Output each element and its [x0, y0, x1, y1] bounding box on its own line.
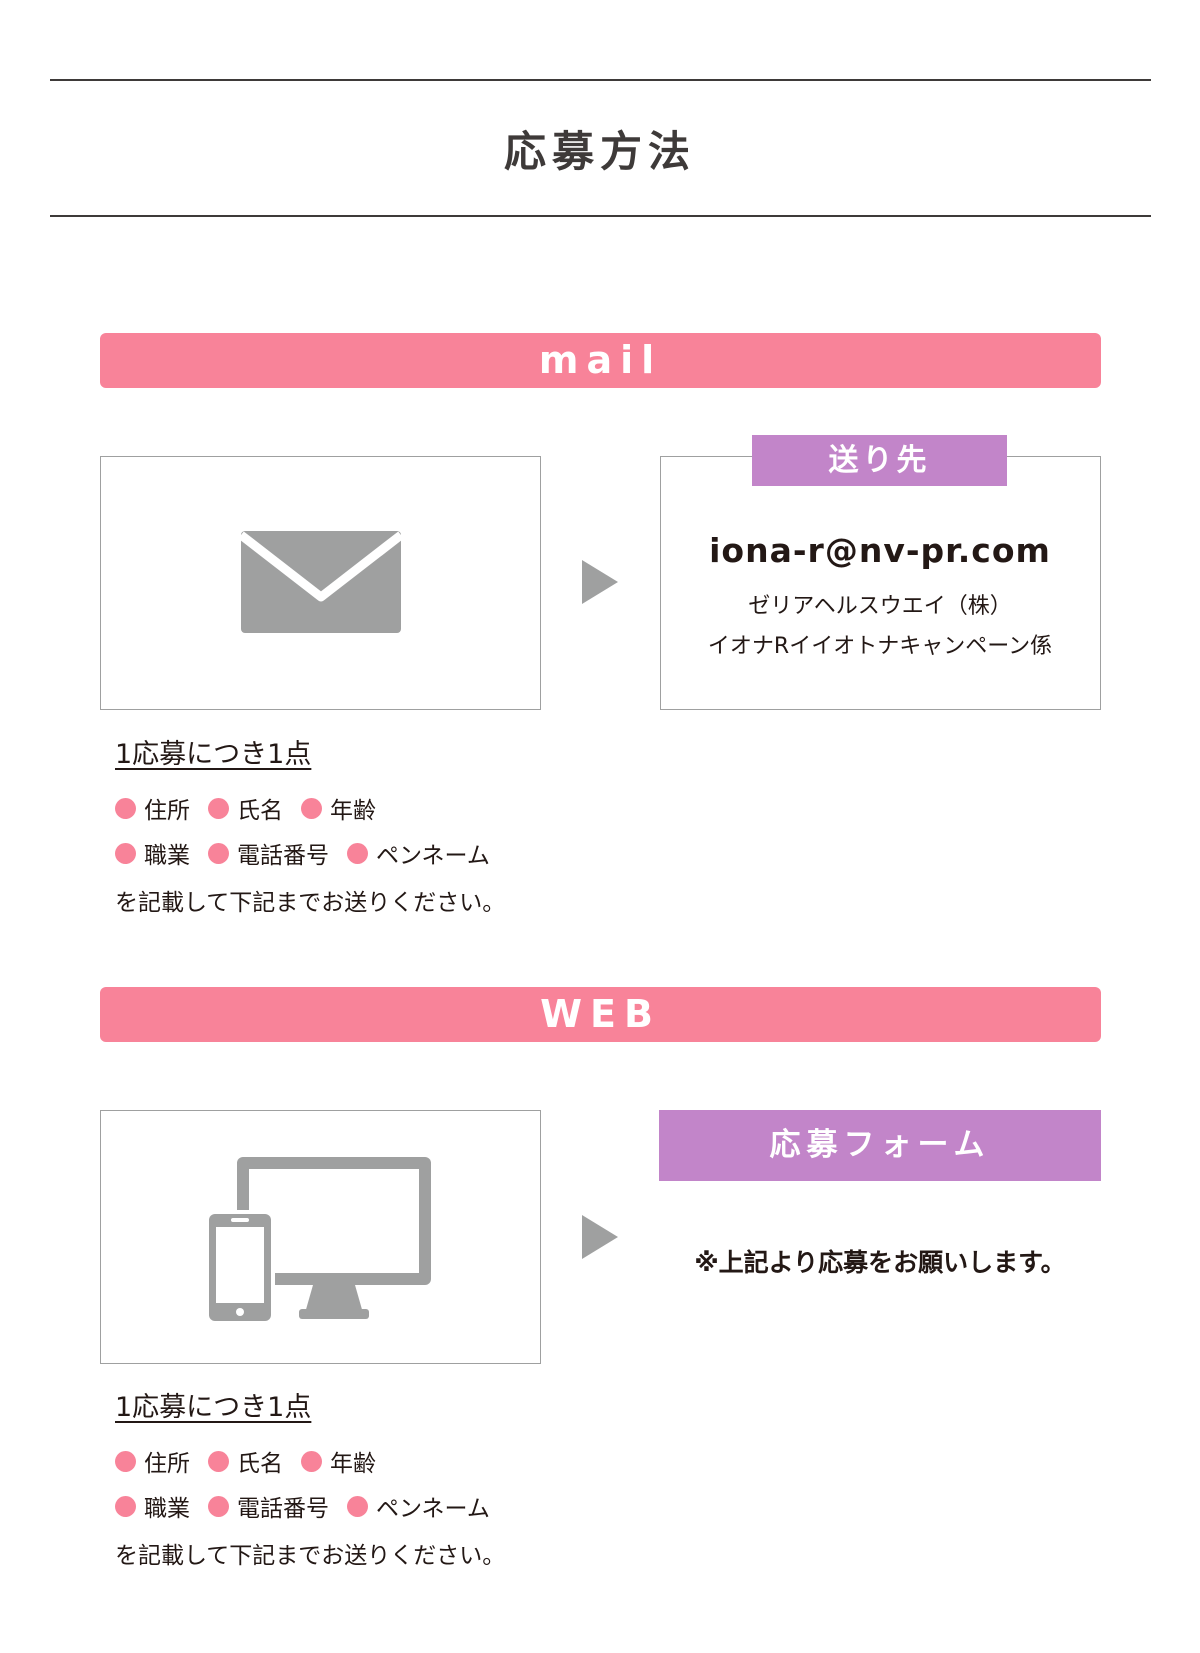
- destination-tag: 送り先: [752, 435, 1007, 486]
- web-count-label: 1応募につき1点: [115, 1392, 312, 1423]
- web-note: ※上記より応募をお願いします。: [694, 1248, 1066, 1277]
- bullet-dot-icon: [208, 1495, 229, 1517]
- address-line-1: ゼリアヘルスウエイ（株）: [748, 594, 1012, 619]
- bullet-dot-icon: [301, 1450, 322, 1472]
- header-bottom-rule: [50, 215, 1151, 217]
- web-instruction: を記載して下記までお送りください。: [115, 1543, 506, 1569]
- bullet-dot-icon: [347, 1495, 368, 1517]
- web-section-banner: WEB: [100, 987, 1101, 1042]
- required-item: 住所: [115, 791, 190, 825]
- required-item: 電話番号: [208, 836, 329, 870]
- email-address[interactable]: iona-r@nv-pr.com: [709, 531, 1051, 570]
- bullet-dot-icon: [208, 1450, 229, 1472]
- required-item: 職業: [115, 1489, 190, 1523]
- envelope-icon: [239, 531, 403, 633]
- required-item: 氏名: [208, 791, 283, 825]
- required-item: 氏名: [208, 1444, 283, 1478]
- devices-icon: [205, 1157, 431, 1325]
- web-arrow-icon: [582, 1215, 618, 1259]
- web-required-row-2: 職業 電話番号 ペンネーム: [115, 1489, 508, 1523]
- mail-section-banner: mail: [100, 333, 1101, 388]
- required-item: 職業: [115, 836, 190, 870]
- bullet-dot-icon: [115, 1495, 136, 1517]
- bullet-dot-icon: [115, 797, 136, 819]
- header-top-rule: [50, 79, 1151, 81]
- mail-instruction: を記載して下記までお送りください。: [115, 890, 506, 916]
- required-item: ペンネーム: [347, 1489, 490, 1523]
- bullet-dot-icon: [115, 1450, 136, 1472]
- web-illustration-box: [100, 1110, 541, 1364]
- page-title: 応募方法: [503, 127, 696, 176]
- required-item: 住所: [115, 1444, 190, 1478]
- required-item: 電話番号: [208, 1489, 329, 1523]
- bullet-dot-icon: [347, 842, 368, 864]
- address-line-2: イオナRイイオトナキャンペーン係: [707, 634, 1053, 659]
- mail-required-row-1: 住所 氏名 年齢: [115, 791, 394, 825]
- mail-arrow-icon: [582, 560, 618, 604]
- application-form-button[interactable]: 応募フォーム: [659, 1110, 1101, 1181]
- required-item: 年齢: [301, 791, 376, 825]
- bullet-dot-icon: [301, 797, 322, 819]
- required-item: ペンネーム: [347, 836, 490, 870]
- bullet-dot-icon: [115, 842, 136, 864]
- bullet-dot-icon: [208, 842, 229, 864]
- mail-count-label: 1応募につき1点: [115, 739, 312, 770]
- web-required-row-1: 住所 氏名 年齢: [115, 1444, 394, 1478]
- mail-illustration-box: [100, 456, 541, 710]
- bullet-dot-icon: [208, 797, 229, 819]
- mail-destination-box: iona-r@nv-pr.com ゼリアヘルスウエイ（株） イオナRイイオトナキ…: [660, 456, 1101, 710]
- mail-required-row-2: 職業 電話番号 ペンネーム: [115, 836, 508, 870]
- required-item: 年齢: [301, 1444, 376, 1478]
